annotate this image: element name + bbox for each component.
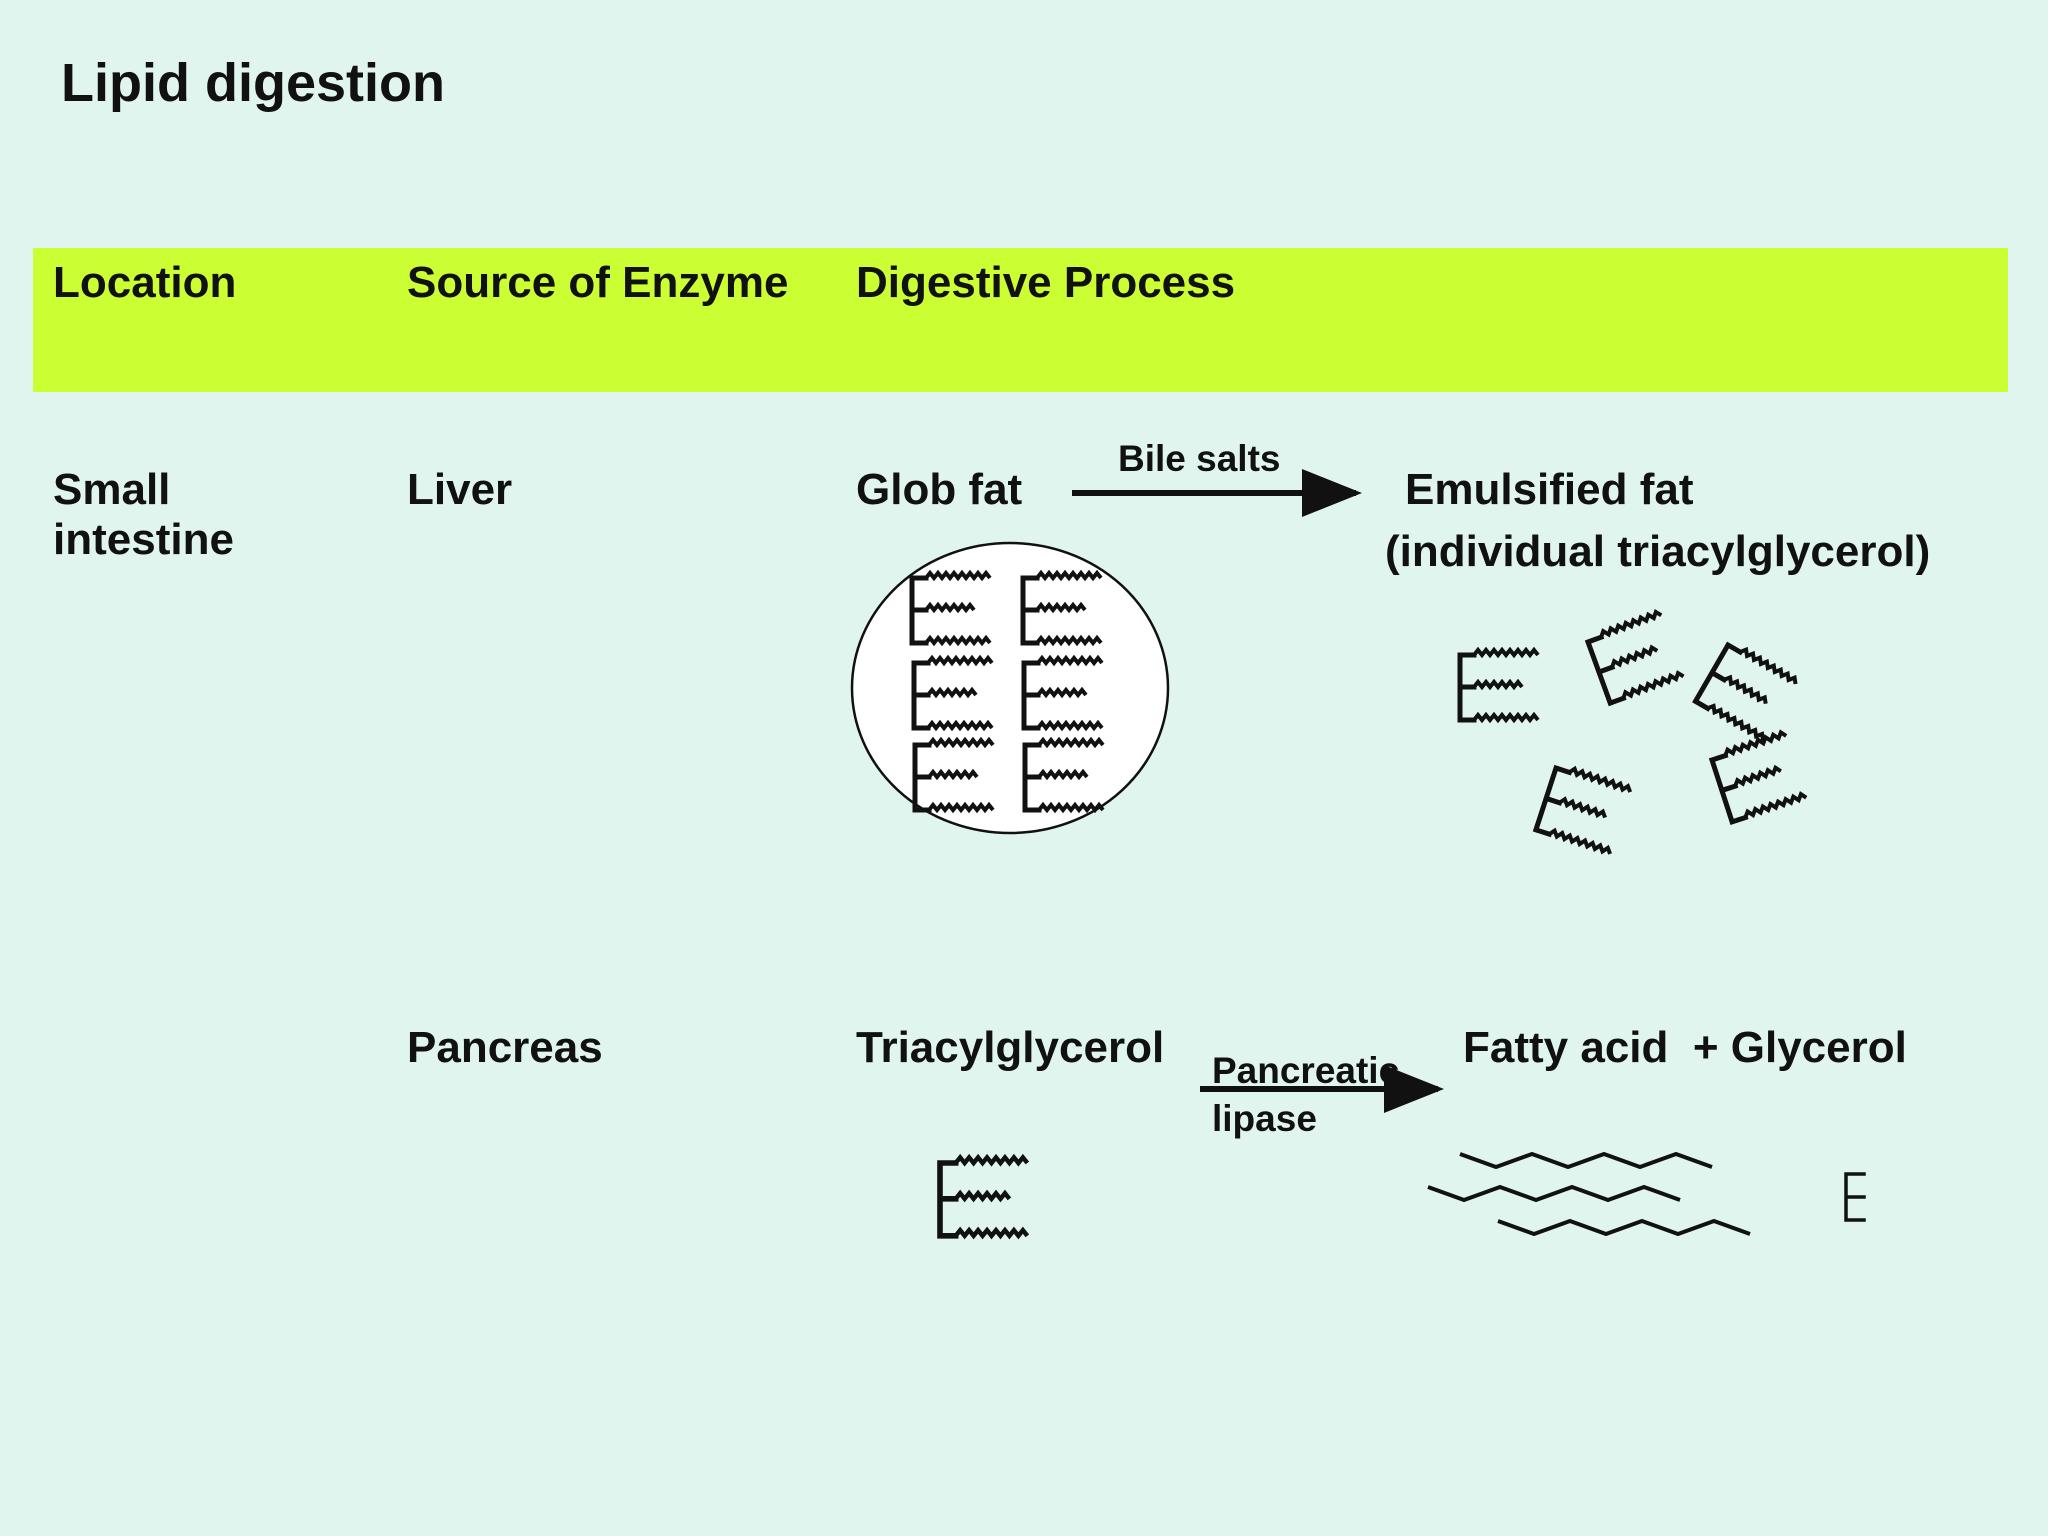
- page-title: Lipid digestion: [61, 53, 445, 113]
- glycerol-molecule: [1844, 1172, 1866, 1222]
- glob-fat-label: Glob fat: [856, 465, 1023, 514]
- header-digestive-process: Digestive Process: [856, 258, 1236, 307]
- triacylglycerol-molecule: [940, 1157, 1027, 1235]
- fatty-acid-chains: [1427, 1151, 1751, 1237]
- location-line-1: Small: [53, 465, 171, 514]
- source-pancreas: Pancreas: [407, 1023, 603, 1072]
- emulsified-triacylglycerols: [1460, 611, 1806, 854]
- glob-fat-droplet: [850, 541, 1170, 835]
- bile-salts-label: Bile salts: [1118, 438, 1281, 479]
- header-source-of-enzyme: Source of Enzyme: [407, 258, 789, 307]
- location-line-2: intestine: [53, 515, 234, 564]
- fatty-acid-glycerol-label: Fatty acid + Glycerol: [1463, 1023, 1907, 1072]
- lipase-label: lipase: [1212, 1098, 1317, 1139]
- individual-triacylglycerol-label: (individual triacylglycerol): [1385, 527, 1931, 576]
- pancreatic-label: Pancreatic: [1212, 1050, 1400, 1091]
- triacylglycerol-label: Triacylglycerol: [856, 1023, 1165, 1072]
- emulsified-fat-label: Emulsified fat: [1405, 465, 1694, 514]
- header-location: Location: [53, 258, 237, 307]
- table-header-band: [33, 248, 2008, 392]
- source-liver: Liver: [407, 465, 513, 514]
